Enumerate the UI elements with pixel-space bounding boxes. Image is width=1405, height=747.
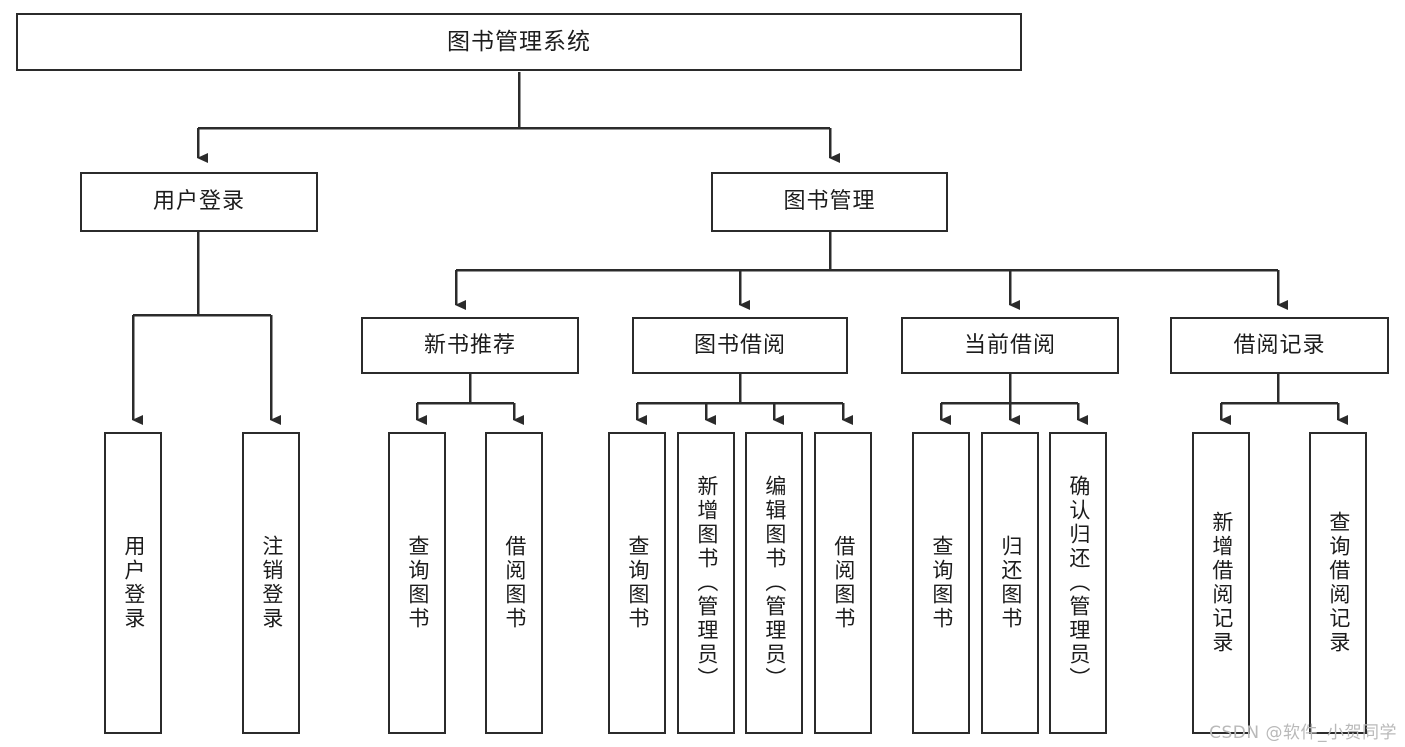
node-new-book-recommend[interactable]: 新书推荐 xyxy=(361,317,579,374)
node-borrow-record[interactable]: 借阅记录 xyxy=(1170,317,1389,374)
leaf-label: 借阅图书 xyxy=(502,535,527,631)
node-label: 借阅记录 xyxy=(1233,332,1326,358)
node-root-system[interactable]: 图书管理系统 xyxy=(16,13,1022,71)
leaf-label: 查询图书 xyxy=(625,535,650,631)
leaf-borrow-edit-book[interactable]: 编辑图书（管理员） xyxy=(745,432,803,734)
node-label: 用户登录 xyxy=(152,189,245,215)
node-user-login[interactable]: 用户登录 xyxy=(80,172,318,232)
node-label: 图书管理 xyxy=(783,189,876,215)
node-label: 新书推荐 xyxy=(423,332,516,358)
node-label: 图书管理系统 xyxy=(447,28,591,55)
csdn-watermark: CSDN @软件_小贺同学 xyxy=(1209,723,1397,743)
leaf-label: 确认归还（管理员） xyxy=(1066,475,1091,691)
leaf-current-confirm-return[interactable]: 确认归还（管理员） xyxy=(1049,432,1107,734)
leaf-label: 查询图书 xyxy=(929,535,954,631)
leaf-current-query-book[interactable]: 查询图书 xyxy=(912,432,970,734)
leaf-label: 注销登录 xyxy=(259,535,284,631)
leaf-label: 新增图书（管理员） xyxy=(694,475,719,691)
leaf-borrow-add-book[interactable]: 新增图书（管理员） xyxy=(677,432,735,734)
leaf-new-book-borrow[interactable]: 借阅图书 xyxy=(485,432,543,734)
node-current-borrow[interactable]: 当前借阅 xyxy=(901,317,1119,374)
leaf-label: 查询图书 xyxy=(405,535,430,631)
leaf-label: 归还图书 xyxy=(998,535,1023,631)
leaf-user-login-logout[interactable]: 注销登录 xyxy=(242,432,300,734)
leaf-label: 用户登录 xyxy=(121,535,146,631)
leaf-borrow-borrow-book[interactable]: 借阅图书 xyxy=(814,432,872,734)
node-book-borrow[interactable]: 图书借阅 xyxy=(632,317,848,374)
leaf-record-add[interactable]: 新增借阅记录 xyxy=(1192,432,1250,734)
leaf-new-book-query[interactable]: 查询图书 xyxy=(388,432,446,734)
leaf-label: 编辑图书（管理员） xyxy=(762,475,787,691)
leaf-label: 借阅图书 xyxy=(831,535,856,631)
leaf-current-return-book[interactable]: 归还图书 xyxy=(981,432,1039,734)
leaf-borrow-query-book[interactable]: 查询图书 xyxy=(608,432,666,734)
leaf-record-query[interactable]: 查询借阅记录 xyxy=(1309,432,1367,734)
node-label: 图书借阅 xyxy=(693,332,786,358)
leaf-label: 新增借阅记录 xyxy=(1209,511,1234,655)
leaf-user-login-login[interactable]: 用户登录 xyxy=(104,432,162,734)
node-label: 当前借阅 xyxy=(963,332,1056,358)
leaf-label: 查询借阅记录 xyxy=(1326,511,1351,655)
node-book-management[interactable]: 图书管理 xyxy=(711,172,948,232)
